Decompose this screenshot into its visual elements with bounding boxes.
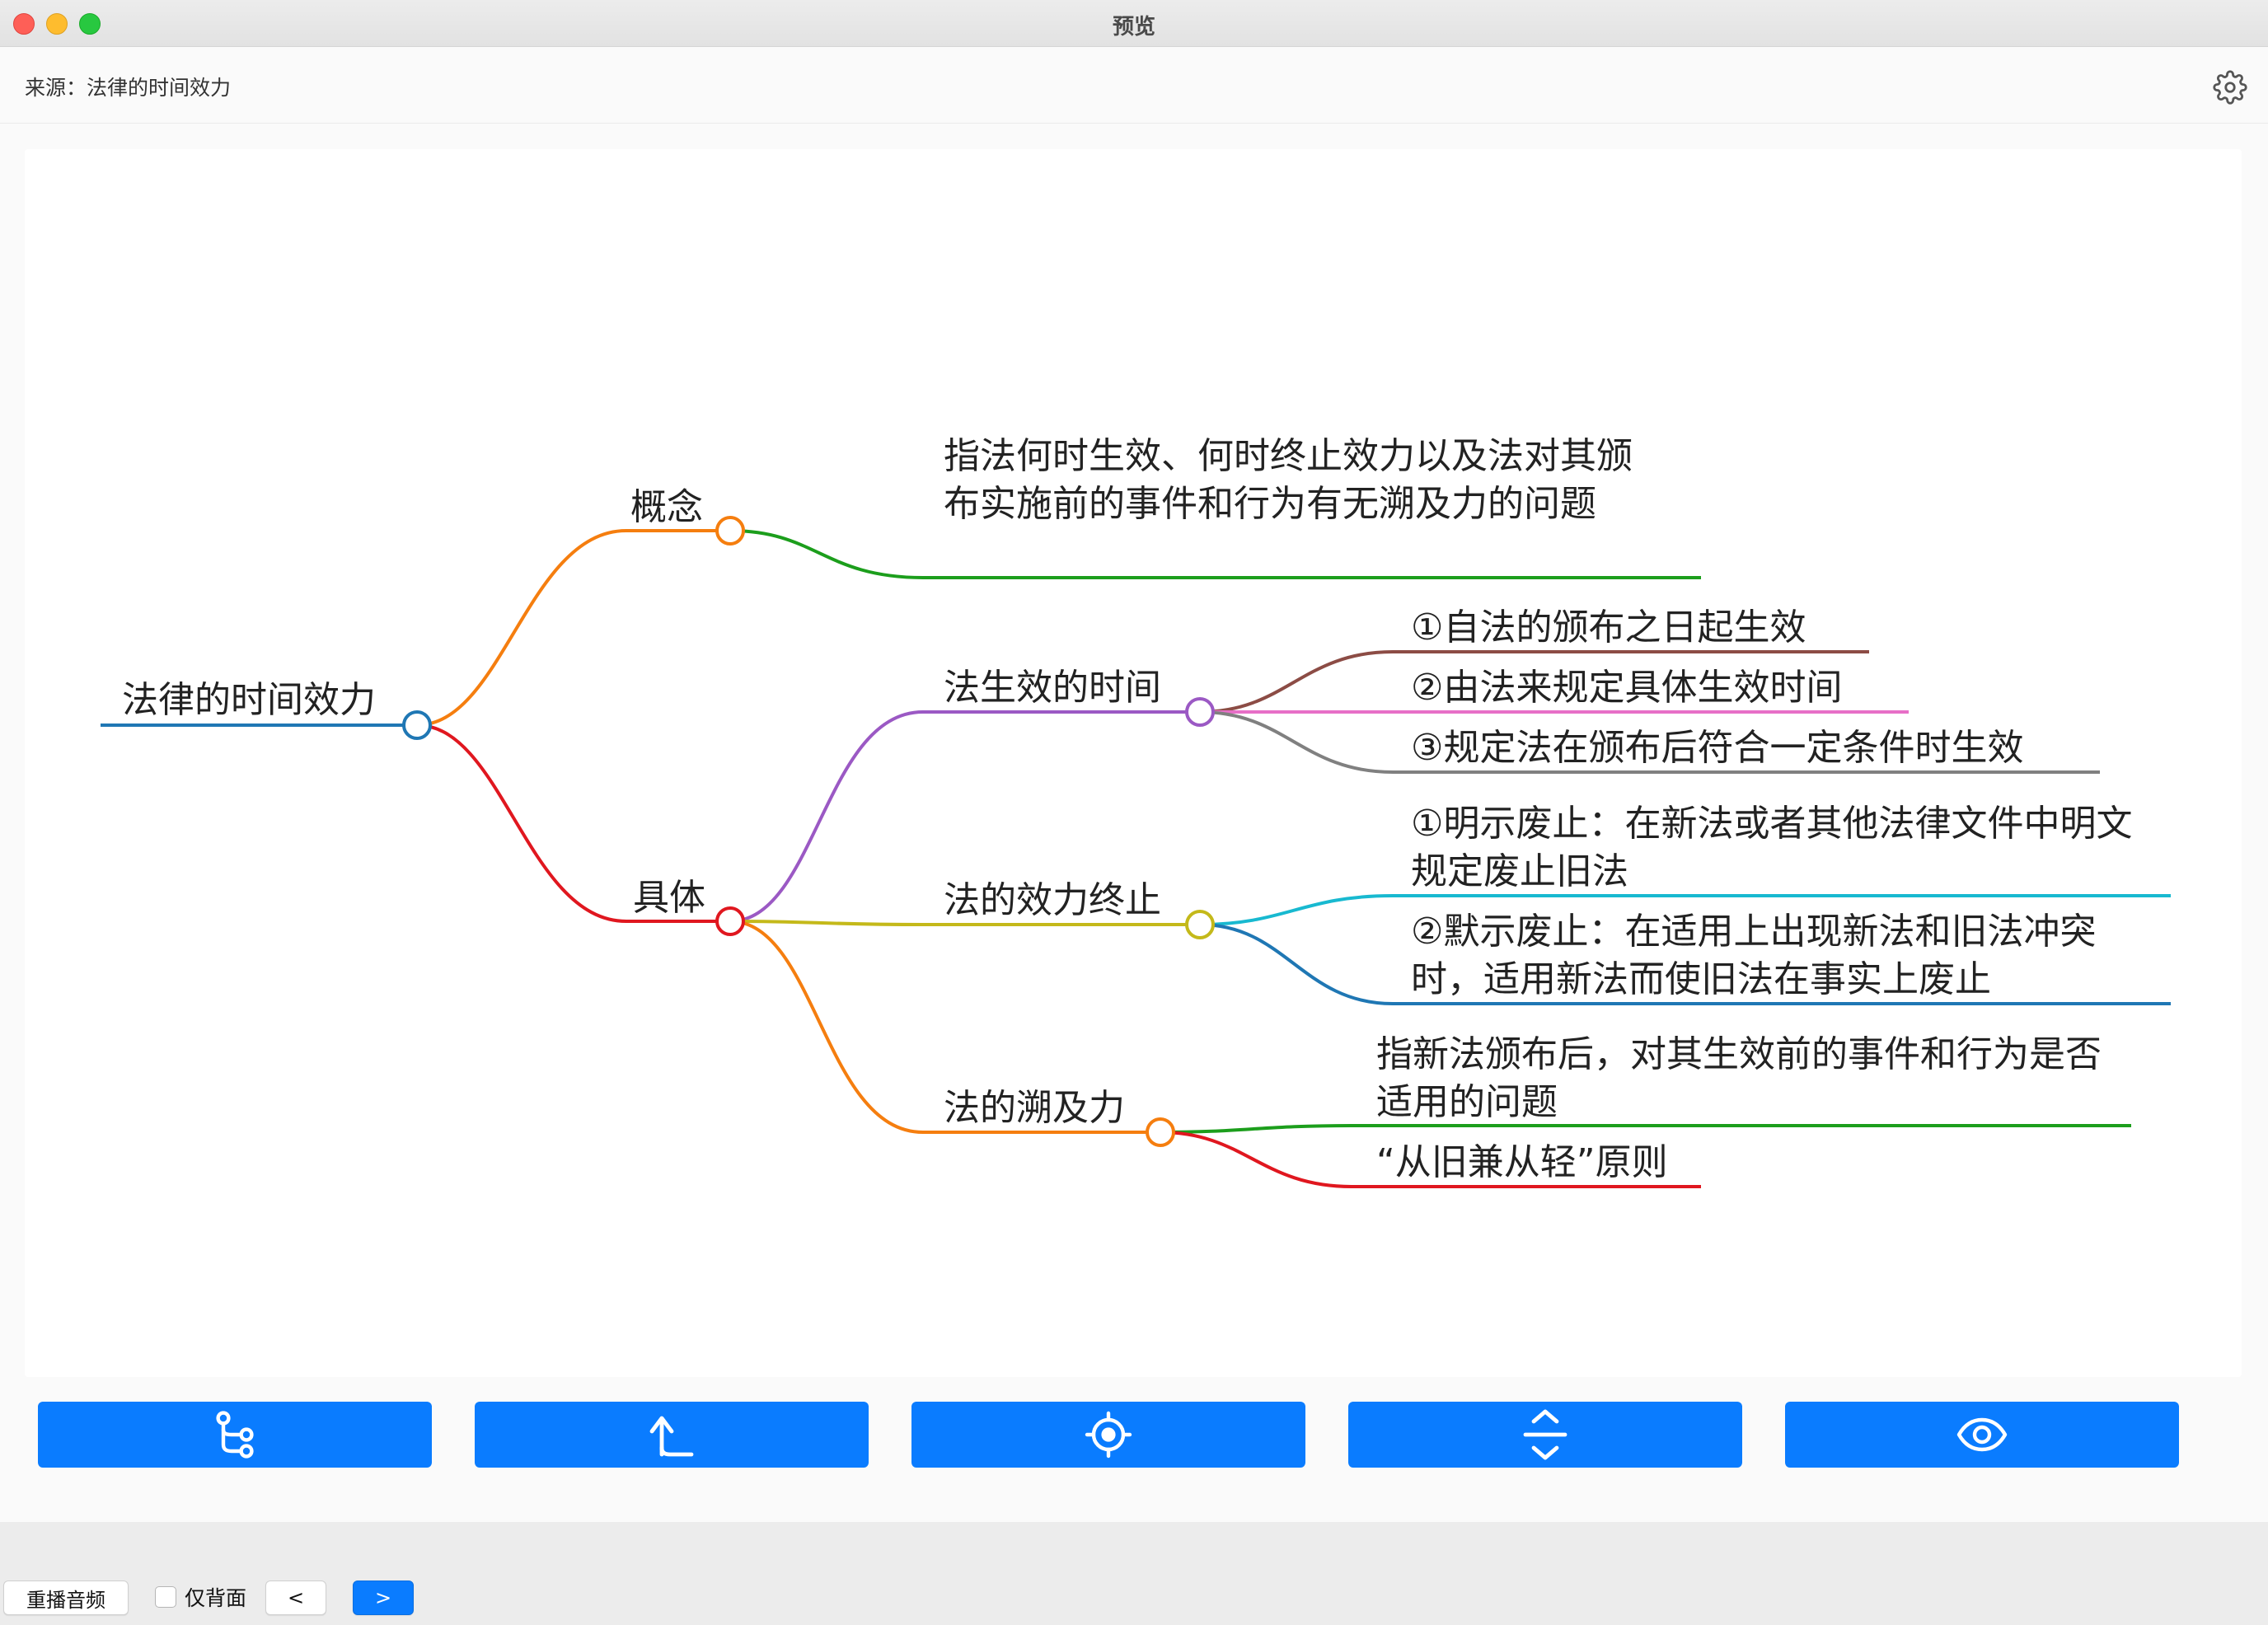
node-effect-item-2[interactable]: ②由法来规定具体生效时间	[1411, 667, 1843, 709]
edge-retro-1	[1160, 1124, 2131, 1134]
expand-collapse-icon	[1523, 1409, 1567, 1460]
node-effect-item-1[interactable]: ①自法的颁布之日起生效	[1411, 606, 1806, 649]
zoom-window-button[interactable]	[79, 13, 101, 35]
arrow-up-left-icon	[649, 1416, 694, 1457]
node-concept-handle	[715, 516, 745, 546]
gear-icon[interactable]	[2213, 70, 2247, 105]
node-concept[interactable]: 概念	[630, 486, 703, 528]
back-only-label: 仅背面	[185, 1586, 247, 1610]
window-title: 预览	[1112, 15, 1155, 40]
node-retro-item-2[interactable]: “从旧兼从轻”原则	[1376, 1141, 1668, 1183]
header-divider	[0, 123, 2268, 124]
tree-structure-button[interactable]	[38, 1402, 432, 1468]
locate-target-icon	[1085, 1411, 1132, 1459]
node-retroactivity[interactable]: 法的溯及力	[944, 1087, 1125, 1129]
tree-structure-icon	[216, 1411, 254, 1459]
node-root[interactable]: 法律的时间效力	[122, 679, 376, 721]
node-termination[interactable]: 法的效力终止	[944, 879, 1161, 921]
reveal-button[interactable]	[1785, 1402, 2179, 1468]
go-up-button[interactable]	[475, 1402, 869, 1468]
edge-effect-1	[1199, 650, 1869, 714]
edge-term-2	[1199, 923, 2171, 1005]
edge-concept-desc	[729, 529, 1701, 579]
replay-audio-button[interactable]: 重播音频	[3, 1581, 129, 1615]
mindmap-card: 法律的时间效力 概念 指法何时生效、何时终止效力以及法对其颁布实施前的事件和行为…	[25, 149, 2242, 1377]
expand-collapse-button[interactable]	[1348, 1402, 1742, 1468]
edge-term-1	[1199, 894, 2171, 926]
minimize-window-button[interactable]	[46, 13, 68, 35]
back-only-toggle[interactable]: 仅背面	[155, 1584, 246, 1610]
bottom-bar: 重播音频 仅背面 < >	[0, 1548, 2268, 1625]
edge-effect-3	[1199, 710, 2100, 774]
locate-button[interactable]	[911, 1402, 1305, 1468]
prev-button[interactable]: <	[265, 1581, 326, 1615]
node-specific-handle	[715, 906, 745, 936]
source-label: 来源：法律的时间效力	[25, 76, 232, 100]
node-specific[interactable]: 具体	[633, 877, 705, 919]
edge-root-specific	[416, 724, 730, 923]
edge-retro-2	[1160, 1131, 1701, 1188]
node-root-handle	[402, 710, 432, 740]
next-button[interactable]: >	[353, 1581, 414, 1615]
node-retro-item-1[interactable]: 指新法颁布后，对其生效前的事件和行为是否适用的问题	[1376, 1033, 2102, 1123]
back-only-checkbox[interactable]	[155, 1586, 176, 1608]
main-content: 来源：法律的时间效力	[0, 47, 2268, 1522]
node-term-item-2[interactable]: ②默示废止：在适用上出现新法和旧法冲突时，适用新法而使旧法在事实上废止	[1411, 911, 2097, 1000]
edge-specific-effect	[729, 710, 1200, 923]
edge-root-concept	[416, 529, 730, 727]
node-effect-handle	[1185, 697, 1215, 727]
node-effect-item-3[interactable]: ③规定法在颁布后符合一定条件时生效	[1411, 727, 2024, 769]
node-term-item-1[interactable]: ①明示废止：在新法或者其他法律文件中明文规定废止旧法	[1411, 803, 2133, 892]
edge-specific-retro	[729, 920, 1160, 1134]
mindmap-lines	[101, 516, 2171, 1188]
node-concept-desc[interactable]: 指法何时生效、何时终止效力以及法对其颁布实施前的事件和行为有无溯及力的问题	[944, 435, 1633, 525]
edge-specific-termination	[729, 920, 1200, 926]
node-retro-handle	[1146, 1117, 1175, 1147]
title-bar: 预览	[0, 0, 2268, 47]
eye-icon	[1956, 1417, 2008, 1452]
node-termination-handle	[1185, 910, 1215, 939]
node-effect-time[interactable]: 法生效的时间	[944, 667, 1161, 709]
close-window-button[interactable]	[13, 13, 35, 35]
